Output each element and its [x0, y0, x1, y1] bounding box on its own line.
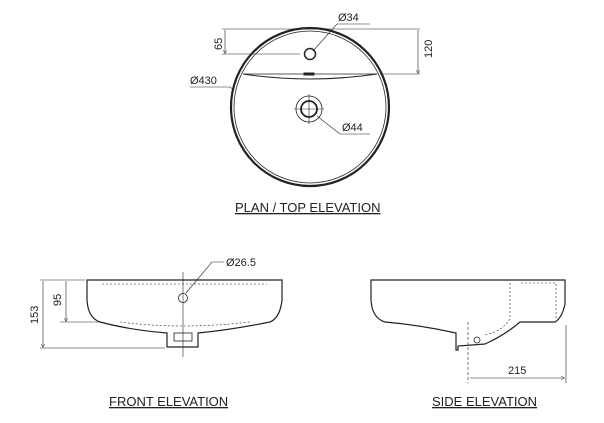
front-title: FRONT ELEVATION — [109, 394, 228, 409]
bowl-dia-label: Ø430 — [190, 75, 217, 87]
plan-title: PLAN / TOP ELEVATION — [235, 200, 380, 215]
bowl-height-label: 95 — [52, 294, 64, 306]
overflow-hole — [303, 47, 317, 61]
bowl-outline — [229, 26, 391, 188]
drain-offset-label: 215 — [508, 365, 526, 377]
side-elevation-view — [370, 279, 567, 383]
side-title: SIDE ELEVATION — [432, 394, 537, 409]
front-elevation-view — [40, 261, 283, 357]
tap-hole-dia-label: Ø26.5 — [226, 257, 256, 269]
overflow-offset-label: 65 — [213, 38, 225, 50]
rim-depth-label: 120 — [423, 40, 435, 58]
overflow-dia-label: Ø34 — [338, 12, 359, 24]
overall-height-label: 153 — [29, 306, 41, 324]
drain-dia-label: Ø44 — [342, 122, 363, 134]
plan-view — [190, 23, 420, 188]
